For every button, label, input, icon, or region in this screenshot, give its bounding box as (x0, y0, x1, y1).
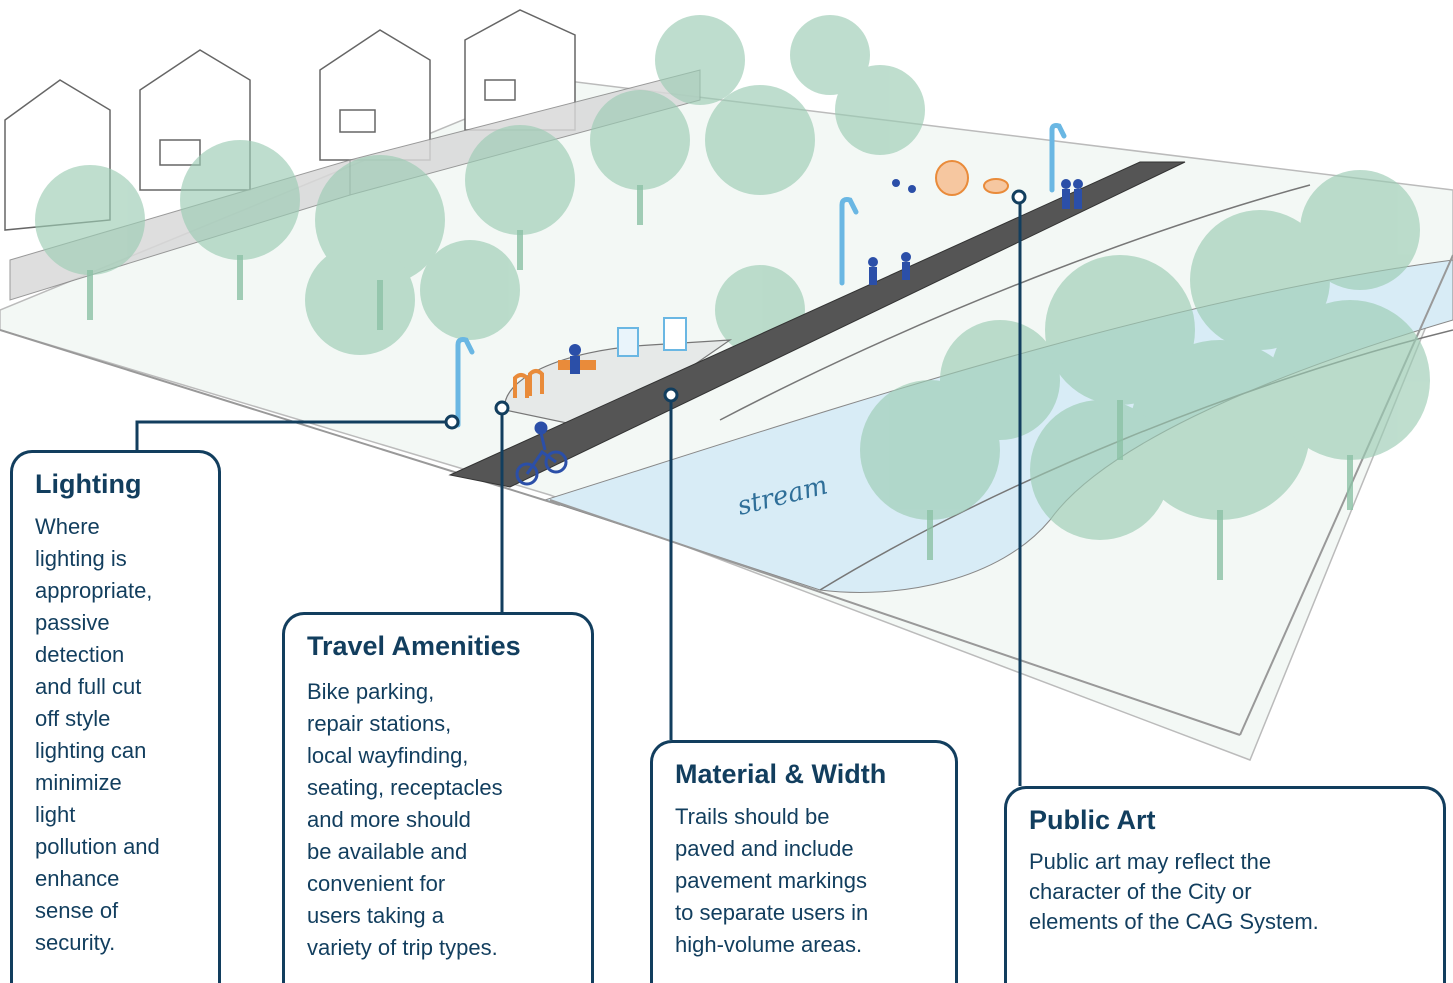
bike-racks (513, 369, 544, 398)
trees (35, 15, 1430, 540)
material-width-body: Trails should be paved and include pavem… (675, 804, 869, 957)
material-width-title: Material & Width (675, 759, 887, 789)
trail-users (569, 179, 1083, 374)
public-art-callout: Public Art Public art may reflect the ch… (1004, 786, 1446, 983)
public-art-sculpture (935, 160, 969, 196)
cyclist (515, 421, 568, 486)
lighting-callout: Lighting Where lighting is appropriate, … (10, 450, 221, 983)
travel-amenities-callout: Travel Amenities Bike parking, repair st… (282, 612, 594, 983)
repair-station (617, 327, 639, 357)
lighting-body: Where lighting is appropriate, passive d… (35, 514, 160, 955)
light-poles (455, 123, 1067, 428)
material-width-callout: Material & Width Trails should be paved … (650, 740, 958, 983)
stream-bank-line-upper (719, 184, 1311, 421)
callout-leader-dots (444, 189, 1027, 430)
callout-leaders (135, 198, 1022, 786)
public-art-body: Public art may reflect the character of … (1029, 849, 1319, 934)
public-art-piece (983, 178, 1009, 194)
travel-amenities-body: Bike parking, repair stations, local way… (307, 679, 503, 960)
ground-edge-right (1239, 254, 1453, 736)
tree-trunks (87, 185, 1353, 580)
public-art-title: Public Art (1029, 805, 1156, 835)
travel-amenities-title: Travel Amenities (307, 631, 521, 661)
wayfinding-sign (663, 317, 687, 351)
ground-edge-bottom (549, 499, 1241, 736)
lighting-title: Lighting (35, 469, 142, 499)
